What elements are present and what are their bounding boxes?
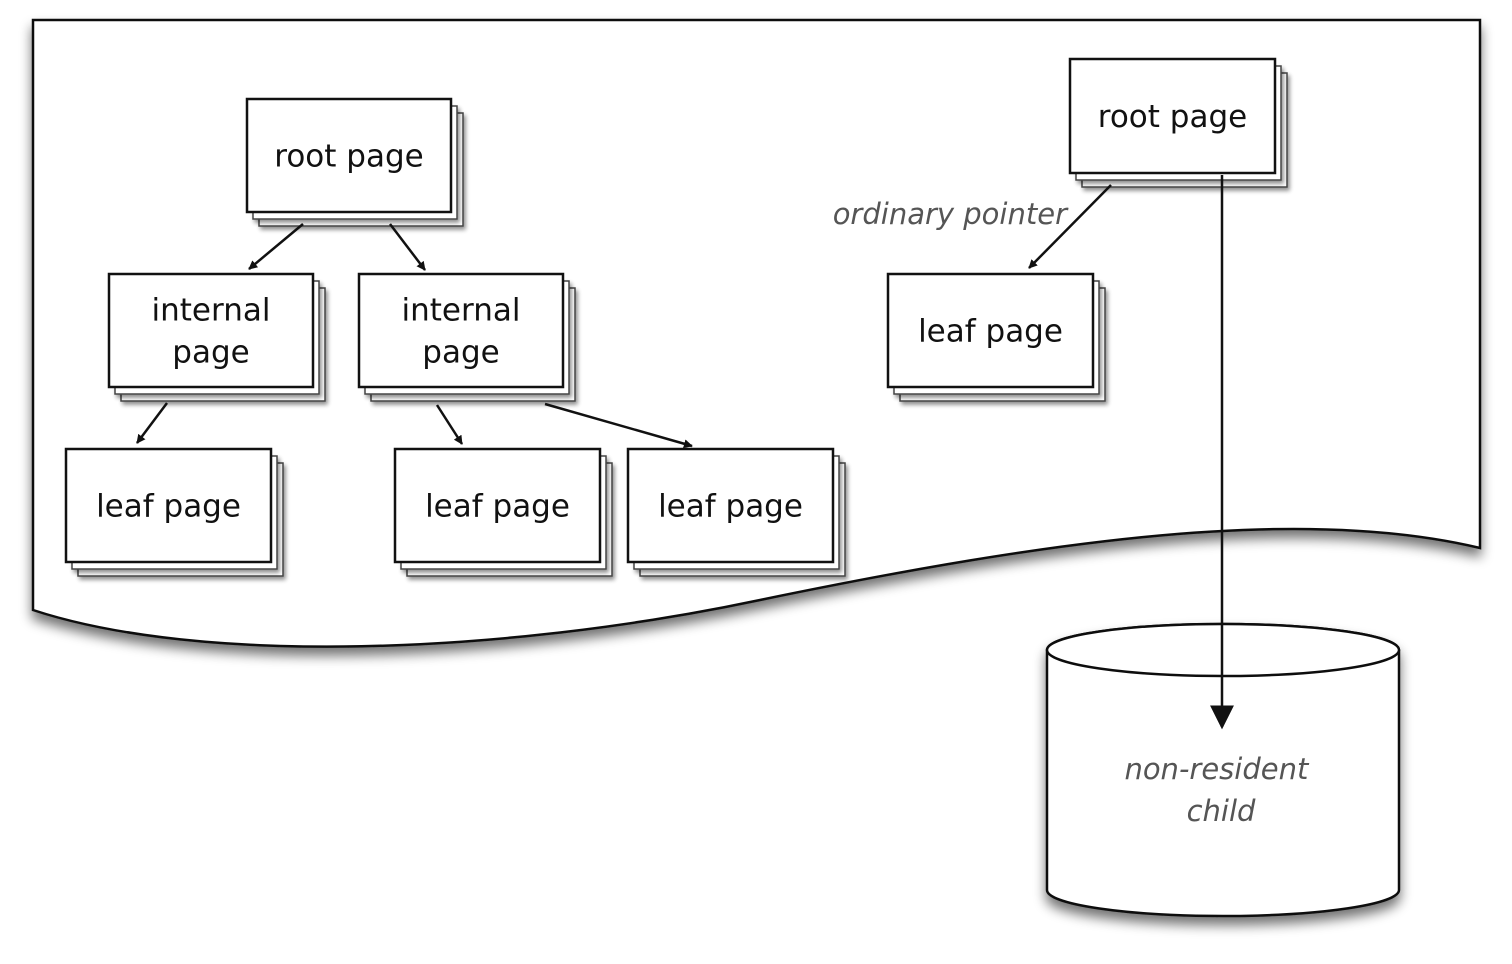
leaf-page-2-box xyxy=(393,447,602,564)
disk-label-line-1: non-resident xyxy=(1124,752,1310,786)
internal-page-right-label: internal page xyxy=(402,293,521,371)
arrow-root-to-internal-left xyxy=(248,223,304,270)
arrow-internal-right-to-leaf-3 xyxy=(544,402,693,449)
arrow-internal-right-to-leaf-2 xyxy=(435,404,464,445)
internal-page-right-box xyxy=(357,272,565,389)
leaf-page-1-label: leaf page xyxy=(96,489,241,525)
arrow-internal-left-to-leaf-1 xyxy=(136,402,168,444)
root-page-a-label-line-1: root page xyxy=(274,139,423,175)
leaf-page-1: leaf page xyxy=(64,447,284,577)
internal-page-right: internal page xyxy=(357,272,576,402)
leaf-page-3-box xyxy=(626,447,835,564)
ordinary-pointer-label: ordinary pointer xyxy=(833,197,1069,231)
internal-page-left-label-line-2: page xyxy=(172,335,249,371)
leaf-page-3-label: leaf page xyxy=(658,489,803,525)
root-page-b-label: root page xyxy=(1098,99,1247,135)
root-page-a: root page xyxy=(245,97,464,227)
leaf-page-1-box xyxy=(64,447,273,564)
leaf-page-b-label: leaf page xyxy=(918,314,1063,350)
leaf-page-2: leaf page xyxy=(393,447,613,577)
arrow-root-b-to-leaf xyxy=(1028,184,1112,269)
leaf-page-1-label-line-1: leaf page xyxy=(96,489,241,525)
root-page-b-box xyxy=(1068,57,1277,175)
internal-page-left-label-line-1: internal xyxy=(152,293,271,329)
arrows xyxy=(136,175,1234,730)
leaf-page-3: leaf page xyxy=(626,447,846,577)
root-page-a-label: root page xyxy=(274,139,423,175)
root-page-a-box xyxy=(245,97,453,214)
root-page-b-label-line-1: root page xyxy=(1098,99,1247,135)
internal-page-right-label-line-1: internal xyxy=(402,293,521,329)
leaf-page-b-box xyxy=(886,272,1095,389)
internal-page-right-label-line-2: page xyxy=(422,335,499,371)
arrow-root-to-internal-right xyxy=(389,223,426,271)
internal-page-left-box xyxy=(107,272,315,389)
leaf-page-b: leaf page xyxy=(886,272,1106,402)
internal-page-left-label: internal page xyxy=(152,293,271,371)
leaf-page-2-label: leaf page xyxy=(425,489,570,525)
leaf-page-2-label-line-1: leaf page xyxy=(425,489,570,525)
internal-page-left: internal page xyxy=(107,272,326,402)
leaf-page-3-label-line-1: leaf page xyxy=(658,489,803,525)
root-page-b: root page xyxy=(1068,57,1288,188)
disk-label: non-resident child xyxy=(1124,752,1317,828)
leaf-page-b-label-line-1: leaf page xyxy=(918,314,1063,350)
disk-label-line-2: child xyxy=(1187,794,1256,828)
